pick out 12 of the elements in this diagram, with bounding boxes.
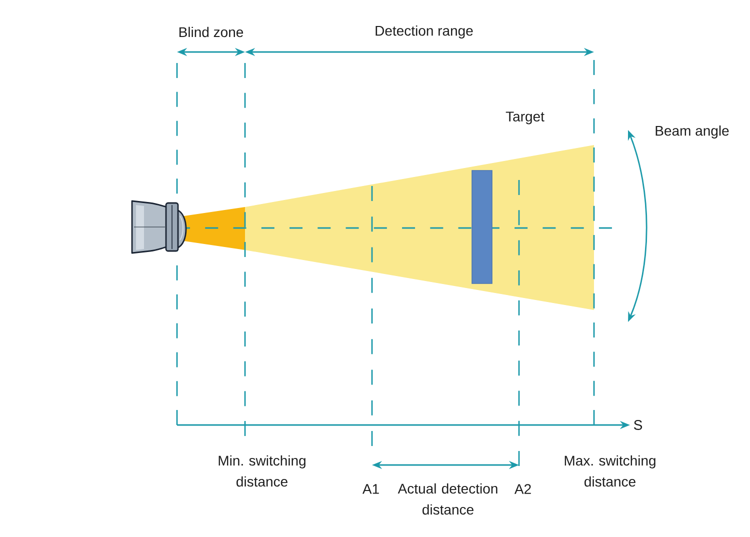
- angle-label: Beam angle: [656, 125, 729, 139]
- target-bar: [472, 170, 492, 284]
- distance-label: Max. switching distance: [564, 455, 656, 487]
- sensor-drawing: [131, 200, 187, 254]
- dimension-label: Detection range: [376, 25, 473, 39]
- dimension-label: Blind zone: [179, 26, 244, 38]
- distance-label: Actual detection distance: [398, 483, 498, 515]
- distance-label: Min. switching distance: [218, 455, 306, 487]
- axis-label: S: [634, 420, 642, 430]
- caption-label: Target: [506, 112, 544, 124]
- point-label: A2: [514, 484, 531, 494]
- point-label: A1: [362, 484, 379, 494]
